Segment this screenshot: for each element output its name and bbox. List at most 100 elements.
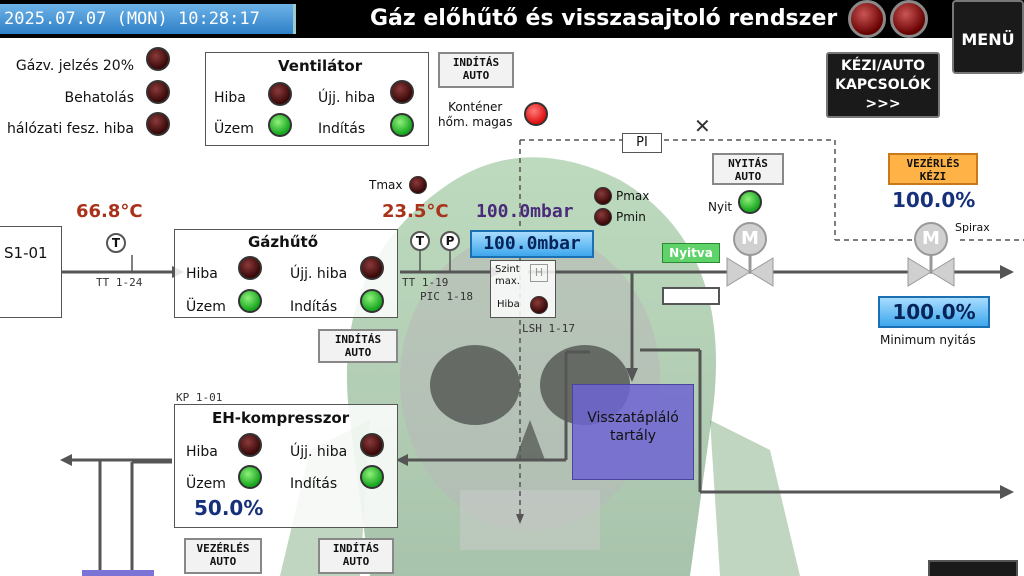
- compressor-start-line2: AUTO: [342, 555, 370, 568]
- pic118-tag: PIC 1-18: [420, 290, 473, 303]
- manual-auto-line2: KAPCSOLÓK: [835, 77, 931, 93]
- alarm-intrusion-label: Behatolás: [64, 90, 135, 106]
- control-manual-button[interactable]: VEZÉRLÉS KÉZI: [888, 153, 978, 185]
- ventilator-hiba-label: Hiba: [214, 90, 246, 106]
- pressure-setpoint-input[interactable]: 100.0mbar: [470, 230, 594, 258]
- tmax-label: Tmax: [369, 178, 403, 192]
- control-valve-actuator-icon[interactable]: M: [914, 222, 948, 256]
- ventilator-uzem-label: Üzem: [214, 121, 254, 137]
- control-value: 100.0%: [892, 188, 976, 212]
- compressor-uzem-lamp: [238, 465, 262, 489]
- ventilator-hiba-lamp: [268, 82, 292, 106]
- alarm-voltage-lamp: [146, 112, 170, 136]
- valve-open-line1: NYITÁS: [728, 157, 768, 170]
- compressor-title: EH-kompresszor: [212, 409, 350, 427]
- bottom-right-button-edge[interactable]: [928, 560, 1018, 576]
- compressor-control-auto-button[interactable]: VEZÉRLÉS AUTO: [184, 538, 262, 574]
- kp101-tag: KP 1-01: [176, 391, 223, 404]
- gas-cooler-inditas-lamp: [360, 289, 384, 313]
- alarm-gas-label: Gázv. jelzés 20%: [15, 58, 134, 74]
- compressor-start-line1: INDÍTÁS: [332, 542, 380, 555]
- outlet-temperature: 23.5°C: [382, 201, 449, 222]
- return-tank: Visszatápláló tartály: [572, 384, 694, 480]
- spirax-label: Spirax: [955, 221, 990, 234]
- tank-line1: Visszatápláló: [587, 410, 679, 426]
- alarm-intrusion-lamp: [146, 80, 170, 104]
- menu-button[interactable]: MENÜ: [952, 0, 1024, 74]
- ventilator-start-auto-button[interactable]: INDÍTÁS AUTO: [438, 52, 514, 88]
- valve-nyit-lamp: [738, 190, 762, 214]
- datetime-display: 2025.07.07 (MON) 10:28:17: [0, 4, 296, 34]
- ventilator-ujj-hiba-label: Újj. hiba: [318, 90, 376, 106]
- manual-auto-line1: KÉZI/AUTO: [840, 58, 926, 74]
- ventilator-title: Ventilátor: [278, 57, 363, 75]
- valve-position-bar: [662, 287, 720, 305]
- control-btn-line1: VEZÉRLÉS: [906, 157, 960, 170]
- s101-label: S1-01: [4, 244, 48, 262]
- gas-cooler-uzem-lamp: [238, 289, 262, 313]
- gas-cooler-hiba-label: Hiba: [186, 266, 218, 282]
- valve-status-badge: Nyitva: [662, 243, 720, 263]
- gas-cooler-start-line1: INDÍTÁS: [334, 333, 382, 346]
- compressor-start-auto-button[interactable]: INDÍTÁS AUTO: [318, 538, 394, 574]
- ventilator-uzem-lamp: [268, 113, 292, 137]
- gas-cooler-uzem-label: Üzem: [186, 299, 226, 315]
- control-btn-line2: KÉZI: [919, 170, 947, 183]
- gas-cooler-title: Gázhűtő: [248, 233, 318, 251]
- pmin-lamp: [594, 208, 612, 226]
- gas-cooler-start-auto-button[interactable]: INDÍTÁS AUTO: [318, 329, 398, 363]
- ventilator-start-line1: INDÍTÁS: [452, 56, 500, 69]
- manual-auto-switches-button[interactable]: KÉZI/AUTO KAPCSOLÓK >>>: [826, 52, 940, 118]
- page-title: Gáz előhűtő és visszasajtoló rendszer: [370, 6, 838, 31]
- level-line2: max.: [495, 276, 520, 287]
- container-line1: Konténer: [448, 100, 503, 114]
- compressor-inditas-lamp: [360, 465, 384, 489]
- level-high-indicator: H: [530, 264, 548, 282]
- inlet-temperature: 66.8°C: [76, 201, 143, 222]
- compressor-hiba-label: Hiba: [186, 444, 218, 460]
- compressor-inditas-label: Indítás: [290, 476, 338, 492]
- level-hiba-label: Hiba: [497, 299, 520, 310]
- compressor-ctrl-line1: VEZÉRLÉS: [196, 542, 250, 555]
- pressure-sensor-icon: P: [440, 231, 460, 251]
- min-open-label: Minimum nyitás: [880, 333, 976, 347]
- valve-nyit-label: Nyit: [708, 200, 733, 214]
- manual-auto-line3: >>>: [865, 96, 901, 112]
- min-open-input[interactable]: 100.0%: [878, 296, 990, 328]
- open-valve-actuator-icon[interactable]: M: [733, 222, 767, 256]
- pi-label: PI: [622, 133, 662, 153]
- gas-cooler-ujj-hiba-lamp: [360, 256, 384, 280]
- valve-open-auto-button[interactable]: NYITÁS AUTO: [712, 153, 784, 185]
- compressor-ujj-hiba-lamp: [360, 433, 384, 457]
- outlet-temp-sensor-icon: T: [410, 231, 430, 251]
- container-line2: hőm. magas: [438, 115, 513, 129]
- gas-cooler-hiba-lamp: [238, 256, 262, 280]
- tmax-lamp: [409, 176, 427, 194]
- alarm-gas-lamp: [146, 47, 170, 71]
- level-label: Szint max.: [495, 264, 520, 288]
- pmax-lamp: [594, 187, 612, 205]
- compressor-ctrl-line2: AUTO: [209, 555, 237, 568]
- close-icon[interactable]: ✕: [694, 114, 711, 138]
- bottom-left-tank-edge: [82, 570, 154, 576]
- lsh117-tag: LSH 1-17: [522, 322, 575, 335]
- pmax-label: Pmax: [616, 189, 650, 203]
- container-temp-lamp: [524, 102, 548, 126]
- ventilator-inditas-lamp: [390, 113, 414, 137]
- header-alarm-lamp-2: [890, 0, 928, 38]
- tt124-tag: TT 1-24: [96, 276, 143, 289]
- container-temp-label: Konténer hőm. magas: [438, 100, 513, 130]
- compressor-hiba-lamp: [238, 433, 262, 457]
- compressor-value: 50.0%: [194, 496, 264, 520]
- compressor-panel: [174, 404, 398, 528]
- level-hiba-lamp: [530, 296, 548, 314]
- ventilator-start-line2: AUTO: [462, 69, 490, 82]
- inlet-temp-sensor-icon: T: [106, 233, 126, 253]
- tank-line2: tartály: [609, 428, 657, 444]
- pressure-value: 100.0mbar: [476, 201, 574, 222]
- alarm-voltage-label: hálózati fesz. hiba: [7, 121, 134, 137]
- gas-cooler-start-line2: AUTO: [344, 346, 372, 359]
- ventilator-ujj-hiba-lamp: [390, 80, 414, 104]
- header-alarm-lamp-1: [848, 0, 886, 38]
